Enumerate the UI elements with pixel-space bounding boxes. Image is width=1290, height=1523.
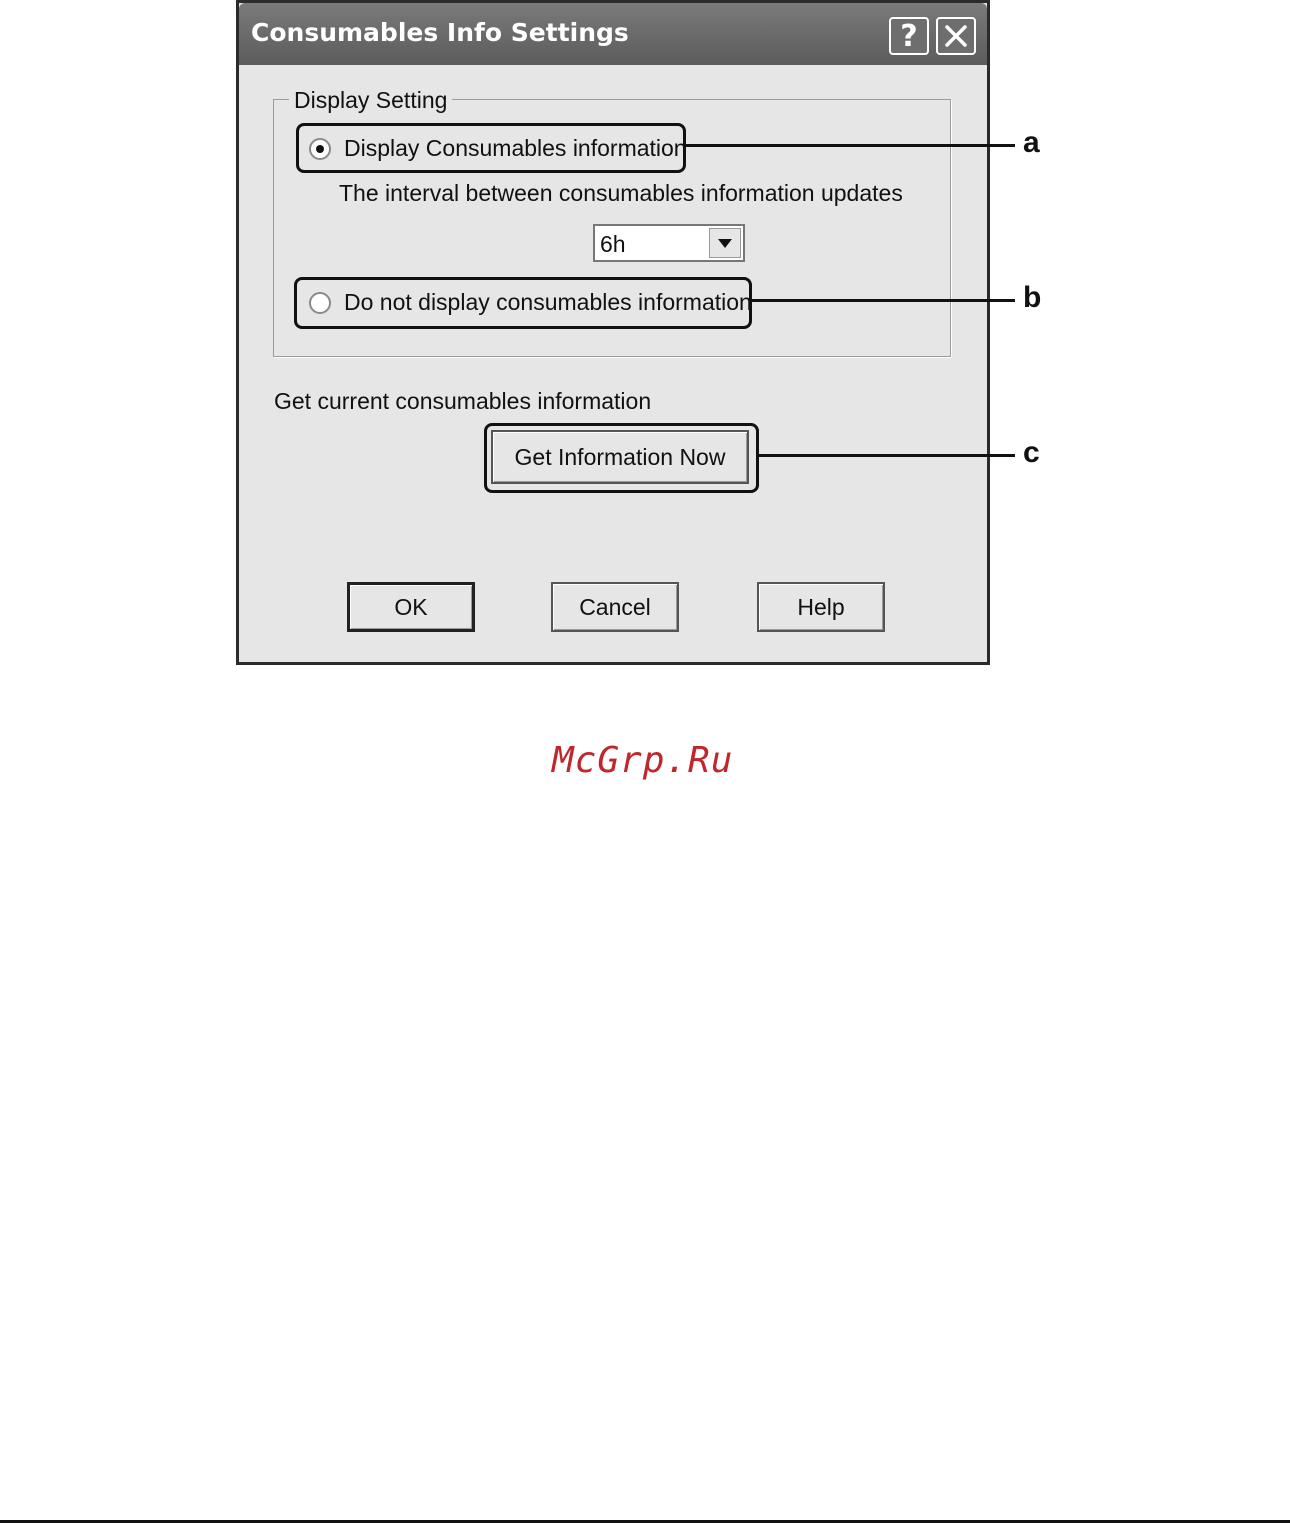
dialog-window: Consumables Info Settings ? Display Sett…	[236, 0, 990, 665]
dialog-body: Display Setting Display Consumables info…	[239, 65, 987, 662]
window-title: Consumables Info Settings	[251, 18, 629, 47]
display-info-label[interactable]: Display Consumables information	[344, 135, 687, 162]
display-info-radio[interactable]	[309, 138, 331, 160]
leader-line-b	[749, 299, 1015, 302]
interval-select-value: 6h	[600, 231, 626, 258]
cancel-button[interactable]: Cancel	[551, 582, 679, 632]
get-information-now-button[interactable]: Get Information Now	[491, 430, 749, 484]
title-bar[interactable]: Consumables Info Settings ?	[239, 3, 987, 65]
help-title-button[interactable]: ?	[889, 17, 929, 55]
callout-letter-c: c	[1023, 436, 1040, 470]
callout-letter-b: b	[1023, 281, 1041, 315]
interval-select[interactable]: 6h	[593, 224, 745, 262]
display-setting-legend: Display Setting	[289, 87, 452, 114]
watermark-text: McGrp.Ru	[552, 740, 733, 781]
close-button[interactable]	[936, 17, 976, 55]
dropdown-arrow-button[interactable]	[709, 228, 741, 258]
callout-letter-a: a	[1023, 126, 1040, 160]
ok-button[interactable]: OK	[347, 582, 475, 632]
leader-line-c	[756, 454, 1015, 457]
help-button[interactable]: Help	[757, 582, 885, 632]
interval-label: The interval between consumables informa…	[339, 180, 903, 207]
leader-line-a	[683, 144, 1015, 147]
no-display-label[interactable]: Do not display consumables information	[344, 289, 752, 316]
get-current-label: Get current consumables information	[274, 388, 651, 415]
chevron-down-icon	[718, 239, 732, 248]
question-icon: ?	[900, 19, 917, 54]
no-display-radio[interactable]	[309, 292, 331, 314]
close-icon	[944, 24, 968, 48]
